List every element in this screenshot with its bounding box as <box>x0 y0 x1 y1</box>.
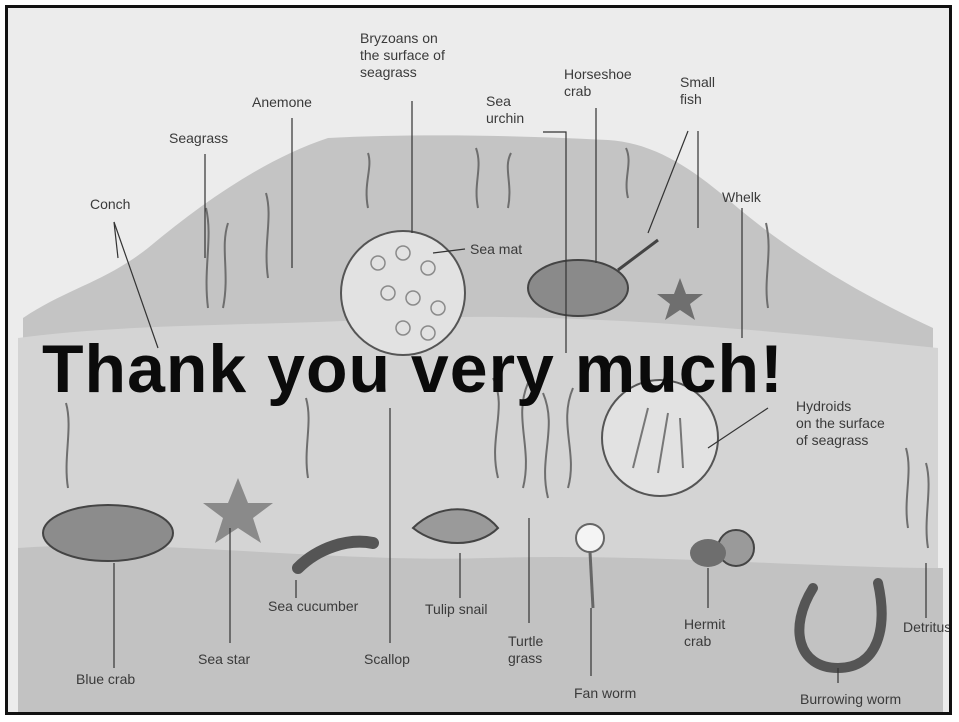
label-turtle-grass: Turtle grass <box>508 633 543 667</box>
thank-you-headline: Thank you very much! <box>42 330 784 408</box>
label-sea-star: Sea star <box>198 651 250 668</box>
label-burrowing-worm: Burrowing worm <box>800 691 901 708</box>
blue-crab <box>43 505 173 561</box>
label-hydroids: Hydroids on the surface of seagrass <box>796 398 885 449</box>
hermit-crab-body <box>690 539 726 567</box>
diagram-frame: Bryzoans on the surface of seagrass Anem… <box>5 5 952 715</box>
label-hermit-crab: Hermit crab <box>684 616 725 650</box>
label-sea-mat: Sea mat <box>470 241 522 258</box>
fan-worm-crown <box>576 524 604 552</box>
label-bryozoans: Bryzoans on the surface of seagrass <box>360 30 445 81</box>
label-fan-worm: Fan worm <box>574 685 636 702</box>
label-scallop: Scallop <box>364 651 410 668</box>
label-blue-crab: Blue crab <box>76 671 135 688</box>
label-tulip-snail: Tulip snail <box>425 601 488 618</box>
label-horseshoe-crab: Horseshoe crab <box>564 66 632 100</box>
label-seagrass: Seagrass <box>169 130 228 147</box>
horseshoe-crab <box>528 260 628 316</box>
label-sea-cucumber: Sea cucumber <box>268 598 358 615</box>
label-anemone: Anemone <box>252 94 312 111</box>
label-whelk: Whelk <box>722 189 761 206</box>
label-small-fish: Small fish <box>680 74 715 108</box>
label-sea-urchin: Sea urchin <box>486 93 524 127</box>
label-detritus: Detritus <box>903 619 951 636</box>
label-conch: Conch <box>90 196 130 213</box>
